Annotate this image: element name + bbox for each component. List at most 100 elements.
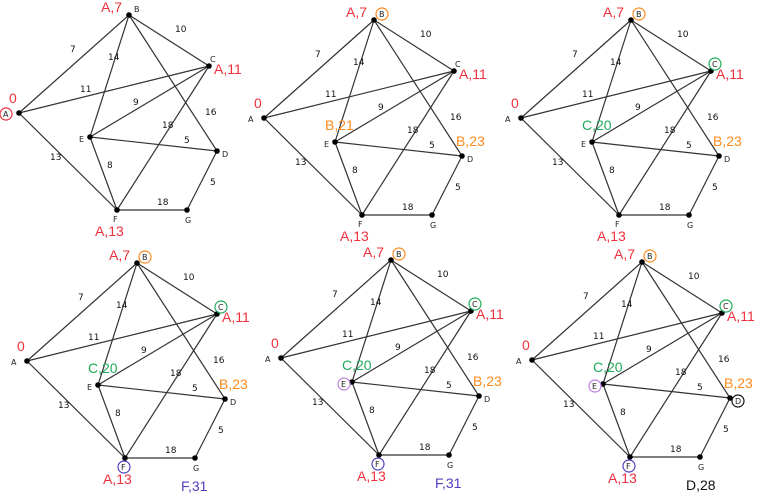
edge-weight-GD: 5	[218, 426, 224, 436]
node-label-D: D	[230, 398, 236, 407]
node-C	[206, 63, 212, 69]
edge-weight-BD: 16	[213, 356, 225, 366]
distance-label-A: 0	[254, 95, 262, 111]
edge-weight-BC: 10	[420, 30, 432, 40]
visited-marker-C	[708, 57, 722, 71]
node-F	[616, 212, 622, 218]
edge-weight-EF: 8	[352, 166, 358, 176]
visited-marker-E	[588, 379, 602, 393]
edge-weight-CF: 18	[664, 126, 676, 136]
node-E	[332, 139, 338, 145]
node-B	[639, 259, 645, 265]
edge-weight-CF: 18	[424, 366, 436, 376]
node-label-D: D	[484, 395, 490, 404]
distance-label-E: C,20	[593, 359, 623, 375]
edge-CF	[378, 310, 472, 456]
visited-marker-C	[214, 300, 228, 314]
visited-marker-B	[632, 7, 646, 21]
edge-weight-AC: 11	[582, 90, 593, 100]
node-label-A: A	[265, 355, 271, 364]
node-B	[126, 12, 132, 18]
edge-weight-AF: 13	[58, 401, 69, 411]
edge-weight-BE: 14	[353, 58, 365, 68]
edge-AC	[263, 70, 455, 119]
edge-BC	[373, 19, 455, 72]
node-label-G: G	[430, 221, 436, 230]
edge-weight-GD: 5	[210, 178, 216, 188]
distance-label-D: B,23	[219, 376, 248, 392]
node-E	[87, 134, 93, 140]
edge-BE	[97, 262, 138, 386]
edge-EF	[591, 141, 620, 216]
distance-label-A: 0	[9, 90, 17, 106]
edge-BD	[630, 19, 720, 157]
edge-weight-AB: 7	[572, 50, 578, 60]
edge-weight-BC: 10	[437, 270, 449, 280]
edge-CE	[602, 312, 723, 385]
distance-label-B: A,7	[109, 247, 130, 263]
edge-weight-FG: 18	[659, 203, 671, 213]
visited-marker-F	[117, 460, 131, 474]
edge-weight-GD: 5	[472, 423, 478, 433]
distance-label-E: C,20	[88, 360, 118, 376]
distance-label-F: A,13	[103, 471, 132, 487]
node-F	[114, 207, 120, 213]
edge-CE	[351, 310, 472, 383]
edge-weight-AC: 11	[325, 90, 336, 100]
distance-label-F: A,13	[608, 470, 637, 486]
distance-label-E: C,20	[342, 357, 372, 373]
edge-BD	[390, 259, 480, 397]
distance-label-B: A,7	[101, 0, 122, 15]
node-B	[134, 260, 140, 266]
distance-label-C: A,11	[214, 61, 242, 77]
edge-BC	[641, 261, 723, 314]
distance-label-A: 0	[511, 95, 519, 111]
edge-ED	[351, 381, 480, 397]
edge-weight-BC: 10	[175, 25, 187, 35]
distance-label-F: A,13	[597, 228, 626, 244]
edge-BC	[390, 259, 472, 312]
edge-AB	[520, 19, 632, 119]
node-label-C: C	[472, 300, 478, 309]
node-D	[476, 393, 482, 399]
node-F	[359, 212, 365, 218]
edge-BE	[351, 259, 392, 383]
edge-AB	[531, 261, 643, 361]
edge-weight-CE: 9	[395, 343, 401, 353]
edge-weight-FG: 18	[165, 446, 177, 456]
edge-weight-AC: 11	[88, 333, 99, 343]
node-label-A: A	[516, 357, 522, 366]
edge-CE	[97, 313, 218, 386]
edge-weight-BE: 14	[116, 301, 128, 311]
node-label-E: E	[324, 140, 329, 149]
node-label-D: D	[467, 155, 473, 164]
edge-BC	[128, 14, 210, 67]
edge-GD	[688, 155, 720, 216]
visited-marker-B	[643, 249, 657, 263]
edge-weight-ED: 5	[429, 141, 435, 151]
node-label-E: E	[87, 383, 92, 392]
visited-marker-D	[731, 394, 745, 408]
node-E	[95, 382, 101, 388]
edge-CF	[629, 312, 723, 458]
node-B	[388, 257, 394, 263]
visited-marker-E	[337, 377, 351, 391]
edge-CF	[361, 70, 455, 216]
node-label-D: D	[735, 397, 741, 406]
edge-weight-CF: 18	[407, 126, 419, 136]
edge-weight-GD: 5	[723, 425, 729, 435]
node-label-F: F	[113, 215, 118, 224]
node-label-G: G	[687, 221, 693, 230]
distance-label-F: A,13	[357, 468, 386, 484]
distance-label-D: B,23	[724, 375, 753, 391]
edge-GD	[699, 397, 731, 458]
distance-label-B: A,7	[603, 4, 624, 20]
node-D	[459, 153, 465, 159]
visited-marker-B	[392, 247, 406, 261]
edge-AF	[280, 357, 380, 456]
node-label-D: D	[724, 155, 730, 164]
edge-weight-AB: 7	[70, 45, 76, 55]
visited-marker-A	[0, 107, 13, 121]
edge-weight-BC: 10	[688, 272, 700, 282]
